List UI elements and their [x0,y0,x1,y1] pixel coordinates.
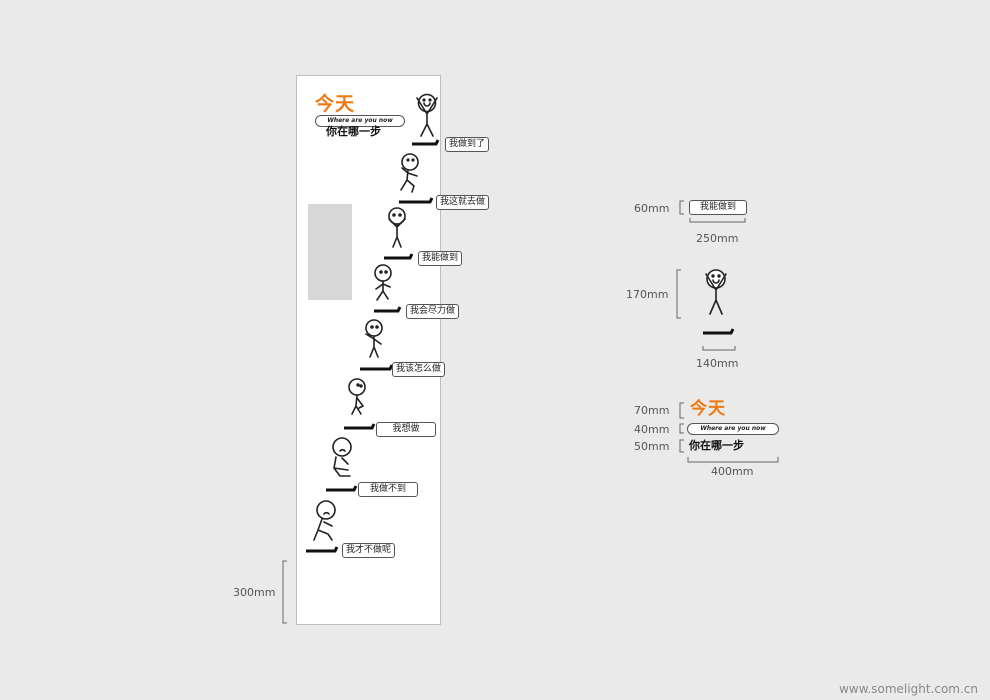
step-ledge-2 [399,197,434,204]
step-label-4: 我会尽力做 [406,304,460,319]
figure-step-2-icon [400,153,419,193]
step-label-8: 我才不做呢 [342,543,396,558]
dim-text-170: 170mm [626,288,669,301]
figure-detail-icon [705,269,727,315]
detail-label-sample: 我能做到 [689,200,747,215]
sign-subtitle-cn: 你在哪一步 [326,125,381,138]
dim-bracket-300 [282,560,287,624]
sign-title: 今天 [315,93,356,115]
dim-text-140: 140mm [696,357,739,370]
dim-text-250: 250mm [696,232,739,245]
dim-bracket-60 [679,200,684,215]
step-ledge-3 [384,253,414,260]
detail-title: 今天 [690,399,726,419]
dim-bracket-70 [679,402,684,419]
detail-ledge [703,328,735,335]
dim-text-70: 70mm [634,404,670,417]
step-ledge-1 [412,139,440,146]
figure-step-8-icon [313,500,336,541]
sign-subtitle-en: Where are you now [315,115,405,127]
dim-bracket-170 [676,269,681,319]
dim-text-60: 60mm [634,202,670,215]
step-label-3: 我能做到 [418,251,463,266]
step-label-2: 我这就去做 [436,195,490,210]
step-label-6: 我想做 [376,422,436,437]
step-ledge-4 [374,306,402,313]
step-ledge-5 [360,364,394,371]
dim-bracket-40 [679,423,684,434]
dim-bracket-400 [687,457,779,463]
figure-step-3-icon [388,207,406,248]
watermark: www.somelight.com.cn [839,682,978,696]
figure-step-7-icon [332,437,352,477]
dim-bracket-250 [689,218,746,223]
door-placeholder [308,204,352,300]
figure-step-1-icon [416,93,438,137]
step-ledge-8 [306,546,339,553]
dim-bracket-140 [702,346,736,351]
step-label-1: 我做到了 [445,137,490,152]
dim-text-50: 50mm [634,440,670,453]
dim-bracket-50 [679,439,684,453]
figure-step-6-icon [348,378,366,415]
detail-subtitle-cn: 你在哪一步 [689,439,744,452]
figure-step-5-icon [365,319,383,358]
dim-text-400: 400mm [711,465,754,478]
step-ledge-7 [326,485,358,492]
figure-step-4-icon [374,264,392,301]
detail-subtitle-en: Where are you now [687,423,779,435]
step-label-7: 我做不到 [358,482,418,497]
step-label-5: 我该怎么做 [392,362,446,377]
step-ledge-6 [344,423,376,430]
dim-text-300: 300mm [233,586,276,599]
dim-text-40: 40mm [634,423,670,436]
